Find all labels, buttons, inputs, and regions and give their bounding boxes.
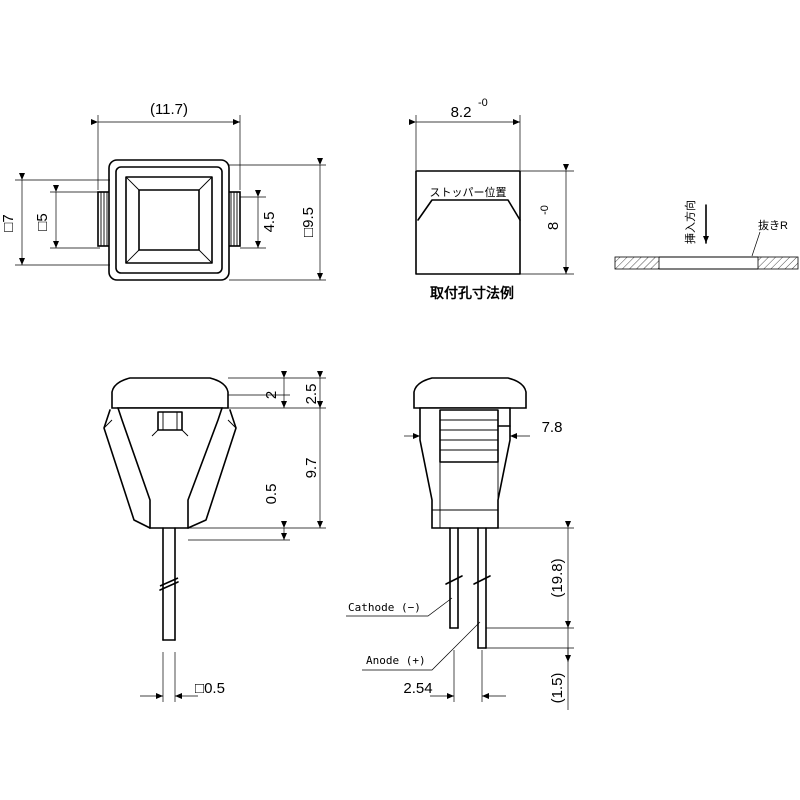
dim-15: (1.5) bbox=[549, 673, 566, 704]
panel-section-left bbox=[614, 256, 660, 270]
panel-section-right bbox=[757, 256, 799, 270]
dim-side-7: □7 bbox=[0, 214, 17, 231]
dim-panel-height: 8 bbox=[545, 222, 562, 230]
dim-top-width: (11.7) bbox=[150, 101, 188, 118]
panel-section-view: 挿入方向 抜きR bbox=[614, 200, 799, 270]
side-cap bbox=[413, 377, 527, 409]
dim-45: 4.5 bbox=[261, 212, 278, 233]
stopper-label: ストッパー位置 bbox=[430, 185, 507, 199]
top-view: (11.7) □7 □5 4.5 □9.5 bbox=[0, 101, 326, 281]
punch-r-label: 抜きR bbox=[758, 218, 788, 232]
side-view: 7.8 Cathode (−) Anode (+) 2.54 (19.8) (1… bbox=[346, 377, 574, 710]
insert-direction-label: 挿入方向 bbox=[683, 200, 697, 244]
dim-25: 2.5 bbox=[303, 384, 320, 405]
panel-cutout-view: ストッパー位置 8.2 -0 8 -0 取付孔寸法例 bbox=[409, 97, 574, 302]
dim-pin-square: □0.5 bbox=[195, 680, 225, 697]
dim-95: □9.5 bbox=[300, 207, 317, 237]
anode-label: Anode (+) bbox=[366, 654, 426, 667]
front-body bbox=[116, 407, 224, 529]
dim-panel-width-tol: -0 bbox=[478, 97, 488, 109]
dim-97: 9.7 bbox=[303, 458, 320, 479]
front-view: □0.5 2 2.5 9.7 0.5 bbox=[103, 371, 326, 702]
dim-panel-height-tol: -0 bbox=[539, 205, 551, 215]
mounting-hole-caption: 取付孔寸法例 bbox=[430, 285, 514, 302]
dim-panel-width: 8.2 bbox=[451, 104, 472, 121]
panel-cutout bbox=[415, 170, 521, 275]
dim-pitch: 2.54 bbox=[403, 680, 432, 697]
dim-side-5: □5 bbox=[34, 213, 51, 230]
cathode-label: Cathode (−) bbox=[348, 601, 421, 614]
dim-2: 2 bbox=[263, 391, 280, 399]
dim-198: (19.8) bbox=[549, 558, 566, 597]
front-cap bbox=[111, 377, 229, 409]
dim-05: 0.5 bbox=[263, 484, 280, 505]
dim-78: 7.8 bbox=[542, 419, 563, 436]
